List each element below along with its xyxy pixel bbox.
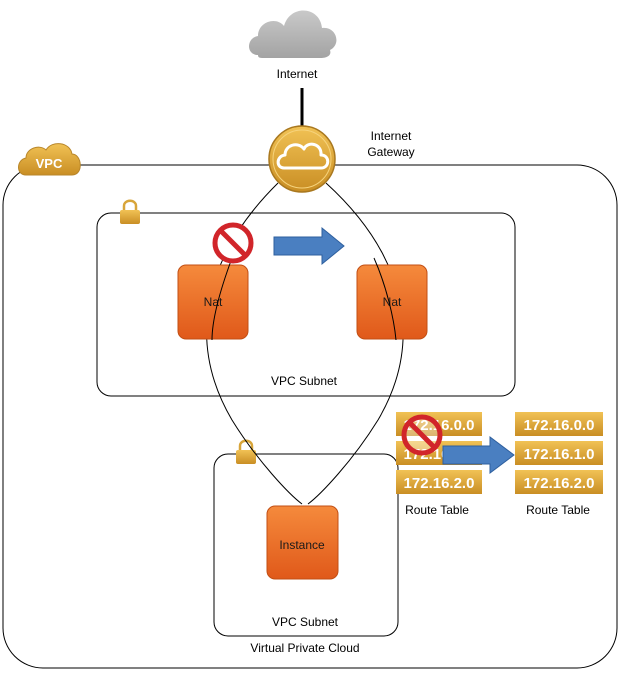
nat-left-label: Nat	[204, 295, 223, 309]
route-table-new-row: 172.16.2.0	[515, 470, 603, 494]
route-table-old-label: Route Table	[405, 503, 469, 517]
route-table-new-row: 172.16.1.0	[515, 441, 603, 465]
nat-right-label: Nat	[383, 295, 402, 309]
nat-failover-arrow-icon	[273, 226, 345, 266]
route-table-new-label: Route Table	[526, 503, 590, 517]
nat-right-node: Nat	[356, 264, 428, 340]
private-subnet-label: VPC Subnet	[272, 615, 339, 629]
route-table-new-row: 172.16.0.0	[515, 412, 603, 436]
nat-deny-no-entry-icon	[212, 222, 254, 264]
internet-node: Internet	[249, 10, 337, 81]
vpc-badge: VPC	[18, 143, 81, 176]
route-table-deny-no-entry-icon	[401, 414, 443, 456]
route-table-new-row-text: 172.16.2.0	[524, 475, 595, 492]
route-table-update-arrow-icon	[442, 436, 515, 474]
public-subnet-lock-icon	[120, 199, 140, 224]
route-right-nat-path	[307, 182, 404, 505]
route-table-new: 172.16.0.0 172.16.1.0 172.16.2.0 Route T…	[515, 412, 603, 517]
internet-gateway-node	[268, 125, 336, 193]
gateway-label-line2: Gateway	[367, 145, 414, 159]
route-table-old-row: 172.16.2.0	[396, 470, 482, 494]
public-subnet-box	[96, 212, 516, 397]
public-subnet-label: VPC Subnet	[271, 374, 338, 388]
gateway-label-line1: Internet	[371, 129, 412, 143]
vpc-label: Virtual Private Cloud	[250, 641, 359, 655]
internet-label: Internet	[277, 67, 318, 81]
route-left-nat-overlay	[211, 257, 233, 341]
nat-left-node: Nat	[177, 264, 249, 340]
vpc-cloud-icon	[18, 143, 81, 176]
private-subnet-box	[213, 453, 399, 637]
route-right-nat-overlay	[373, 257, 397, 341]
route-table-new-row-text: 172.16.1.0	[524, 446, 595, 463]
instance-label: Instance	[279, 538, 325, 552]
gateway-cloud-icon	[276, 142, 330, 170]
vpc-badge-text: VPC	[36, 156, 63, 171]
internet-cloud-icon	[249, 10, 337, 58]
route-table-new-row-text: 172.16.0.0	[524, 417, 595, 434]
route-table-old-row-text: 172.16.2.0	[404, 475, 475, 492]
private-subnet-lock-icon	[236, 439, 256, 464]
instance-node: Instance	[266, 505, 339, 580]
